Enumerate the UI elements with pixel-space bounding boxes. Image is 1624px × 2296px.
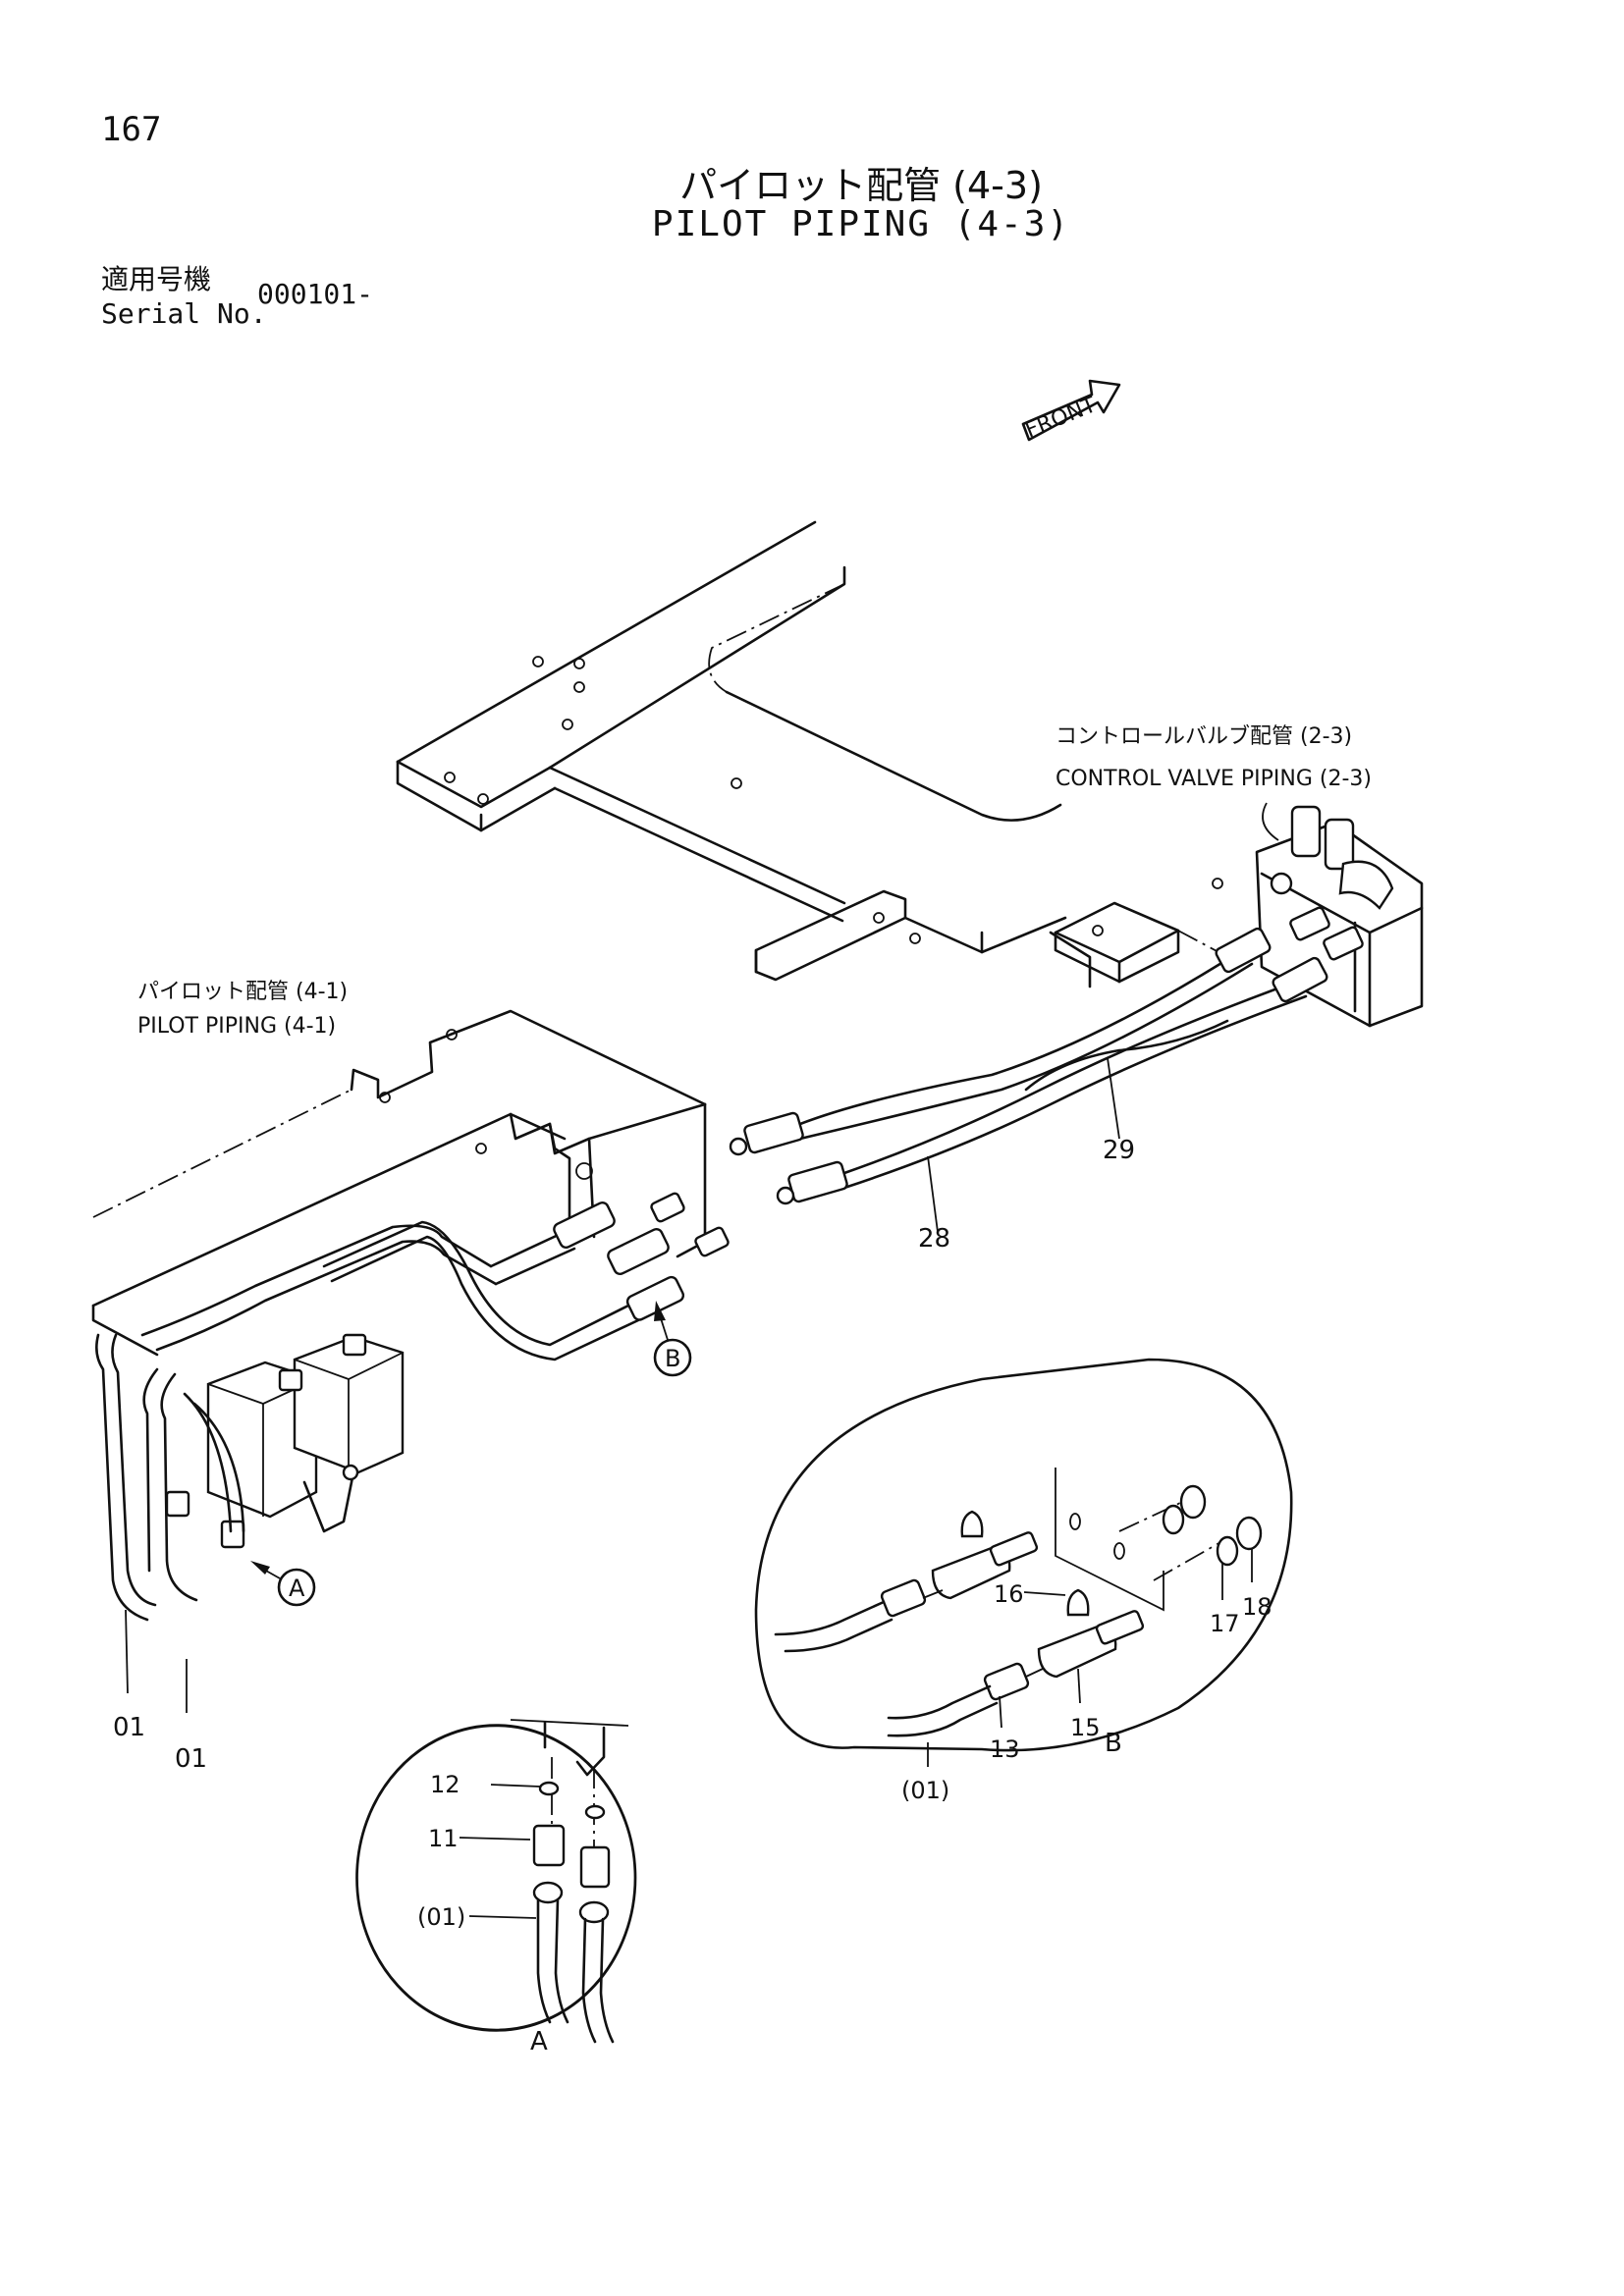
part-label-13: 13	[990, 1735, 1020, 1763]
front-arrow-label: FRONT	[1022, 393, 1101, 444]
detail-B: 16 17 18 15 13 (01) B	[754, 1358, 1293, 1804]
pilot-valve-assembly	[95, 1192, 730, 1622]
upper-frame-plate	[396, 520, 1223, 988]
part-label-11: 11	[428, 1825, 459, 1852]
serial-number-value: 000101-	[257, 278, 374, 310]
ref-pilot-piping-en: PILOT PIPING (4-1)	[137, 1014, 336, 1039]
lower-left-housing	[91, 1009, 707, 1357]
part-label-01-left: 01	[113, 1713, 145, 1742]
part-label-29: 29	[1103, 1136, 1135, 1165]
detail-A: 12 11 (01) A	[355, 1719, 637, 2056]
part-label-01-right: 01	[175, 1744, 207, 1774]
part-label-28: 28	[918, 1224, 950, 1254]
ref-control-valve-leader	[1262, 802, 1279, 841]
serial-label-english: Serial No.	[101, 297, 267, 330]
serial-label-japanese: 適用号機	[101, 263, 212, 295]
front-arrow-icon: FRONT	[1021, 379, 1121, 444]
detail-A-label: A	[530, 2027, 548, 2056]
ref-control-valve-en: CONTROL VALVE PIPING (2-3)	[1056, 767, 1372, 791]
ref-control-valve-jp: コントロールバルブ配管 (2-3)	[1056, 724, 1352, 749]
callout-A-main: A	[250, 1561, 316, 1607]
ref-pilot-piping-jp: パイロット配管 (4-1)	[137, 980, 348, 1004]
part-label-01-detail-a: (01)	[417, 1903, 465, 1931]
page-title-english: PILOT PIPING (4-3)	[651, 204, 1071, 244]
part-label-12: 12	[430, 1771, 460, 1798]
page-number: 167	[101, 110, 162, 149]
part-label-16: 16	[994, 1580, 1024, 1608]
page-title-japanese: パイロット配管 (4-3)	[679, 164, 1043, 207]
part-label-18: 18	[1242, 1593, 1272, 1621]
control-valve-block	[1255, 805, 1424, 1028]
part-label-15: 15	[1070, 1714, 1101, 1741]
part-label-01-detail-b: (01)	[901, 1777, 949, 1804]
svg-text:B: B	[665, 1345, 680, 1372]
part-label-17: 17	[1210, 1610, 1240, 1637]
hose-28-and-29	[729, 927, 1328, 1233]
detail-B-label: B	[1105, 1729, 1122, 1758]
callout-B-main: B	[653, 1301, 692, 1377]
leader-01-left	[125, 1609, 129, 1694]
svg-text:A: A	[289, 1575, 305, 1602]
